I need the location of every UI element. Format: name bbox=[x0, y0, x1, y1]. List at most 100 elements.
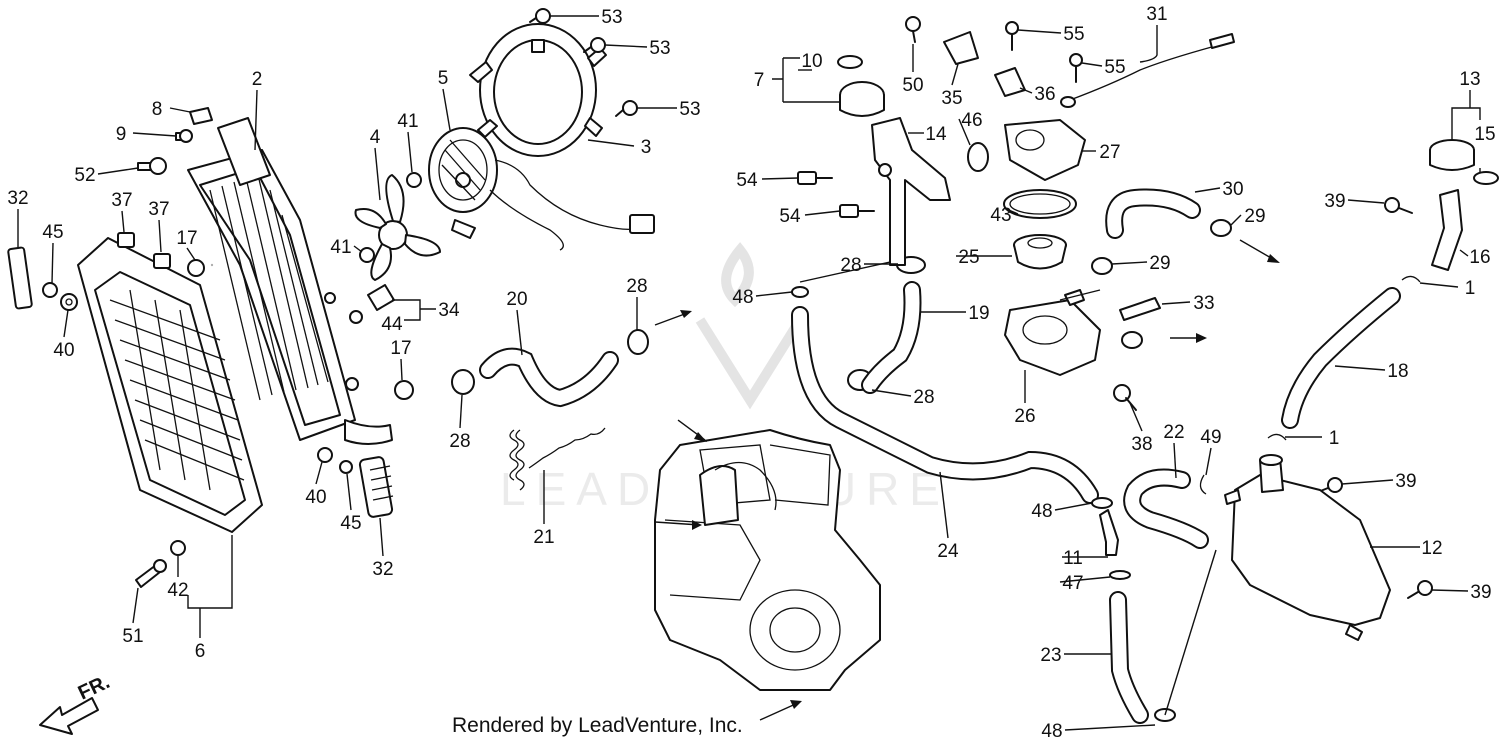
hose-24 bbox=[791, 306, 1099, 504]
hose-18 bbox=[1281, 287, 1401, 429]
filler-neck-16 bbox=[1431, 189, 1463, 271]
part-label-p3: 3 bbox=[641, 137, 652, 158]
part-label-p36: 36 bbox=[1034, 84, 1055, 105]
sensor-33 bbox=[1119, 297, 1161, 349]
part-label-p31: 31 bbox=[1146, 4, 1167, 25]
gasket-15 bbox=[1473, 171, 1499, 185]
bolts-54 bbox=[797, 171, 875, 218]
wire-31 bbox=[1060, 33, 1235, 108]
part-label-p29b: 29 bbox=[1149, 253, 1170, 274]
part-label-p11: 11 bbox=[1063, 548, 1083, 569]
clamps-29 bbox=[1091, 219, 1232, 275]
part-label-p40a: 40 bbox=[53, 340, 74, 361]
hose-19 bbox=[861, 281, 922, 394]
part-label-p44: 44 bbox=[381, 314, 403, 335]
part-label-p28c: 28 bbox=[913, 387, 934, 408]
part-label-p48a: 48 bbox=[732, 287, 753, 308]
part-label-p10: 10 bbox=[801, 51, 822, 72]
part-label-p22: 22 bbox=[1163, 422, 1184, 443]
fan-motor bbox=[428, 127, 655, 251]
bolts-39 bbox=[1317, 197, 1433, 599]
part-label-p27: 27 bbox=[1099, 142, 1120, 163]
radiator-grille-frame bbox=[77, 237, 263, 533]
part-label-p34: 34 bbox=[438, 300, 460, 321]
part-label-p54a: 54 bbox=[736, 170, 758, 191]
part-label-p6: 6 bbox=[195, 641, 206, 662]
bolts-55 bbox=[1005, 21, 1083, 83]
o-ring-46 bbox=[967, 142, 989, 172]
part-label-p16: 16 bbox=[1469, 247, 1490, 268]
part-label-p28d: 28 bbox=[449, 431, 470, 452]
part-label-p35: 35 bbox=[941, 88, 962, 109]
spring-21 bbox=[509, 427, 606, 491]
hose-23 bbox=[1109, 591, 1149, 724]
part-label-p45a: 45 bbox=[42, 222, 63, 243]
reservoir-tank-12 bbox=[1224, 454, 1391, 641]
bracket-36 bbox=[994, 67, 1026, 97]
part-label-p38: 38 bbox=[1131, 434, 1152, 455]
part-label-p33: 33 bbox=[1193, 293, 1214, 314]
part-label-p54b: 54 bbox=[779, 206, 801, 227]
hose-20 bbox=[479, 347, 619, 408]
part-label-p28b: 28 bbox=[840, 255, 861, 276]
part-label-p8: 8 bbox=[152, 99, 163, 120]
part-label-p39a: 39 bbox=[1324, 191, 1345, 212]
thermostat-25 bbox=[1013, 234, 1067, 270]
thermostat-housing-26 bbox=[1004, 289, 1101, 376]
thermostat-cover-27 bbox=[1004, 119, 1086, 181]
radiator-core bbox=[187, 117, 393, 445]
part-label-p1b: 1 bbox=[1329, 428, 1340, 449]
part-label-p29a: 29 bbox=[1244, 206, 1265, 227]
part-label-p25: 25 bbox=[958, 247, 979, 268]
part-label-p46: 46 bbox=[961, 110, 982, 131]
part-label-p37a: 37 bbox=[111, 190, 132, 211]
bracket-35 bbox=[943, 31, 979, 65]
part-label-p23: 23 bbox=[1040, 645, 1061, 666]
part-label-p12: 12 bbox=[1421, 538, 1442, 559]
fan-shroud bbox=[469, 23, 607, 157]
engine-outline bbox=[654, 429, 881, 691]
hose-30 bbox=[1105, 188, 1201, 239]
part-label-p43: 43 bbox=[990, 205, 1011, 226]
part-label-p55a: 55 bbox=[1063, 24, 1084, 45]
cap-13 bbox=[1429, 139, 1475, 171]
front-direction-indicator: FR. bbox=[39, 671, 113, 735]
part-label-p2: 2 bbox=[252, 69, 263, 90]
part-label-p39c: 39 bbox=[1470, 582, 1491, 603]
part-label-p40b: 40 bbox=[305, 487, 326, 508]
part-label-p19: 19 bbox=[968, 303, 989, 324]
gasket-43 bbox=[1003, 189, 1077, 219]
part-label-p48b: 48 bbox=[1031, 501, 1052, 522]
leader-lines bbox=[17, 15, 1481, 731]
part-label-p9: 9 bbox=[116, 124, 127, 145]
part-label-p32a: 32 bbox=[7, 188, 28, 209]
part-label-p17a: 17 bbox=[176, 228, 197, 249]
mounting-hardware-left bbox=[7, 107, 414, 588]
part-label-p51: 51 bbox=[122, 626, 143, 647]
part-label-p52: 52 bbox=[74, 165, 95, 186]
part-label-p26: 26 bbox=[1014, 406, 1035, 427]
part-label-p14: 14 bbox=[925, 124, 947, 145]
part-label-p24: 24 bbox=[937, 541, 959, 562]
part-label-p48c: 48 bbox=[1041, 721, 1062, 742]
clip-49 bbox=[1199, 474, 1207, 495]
part-label-p53c: 53 bbox=[679, 99, 700, 120]
part-label-p20: 20 bbox=[506, 289, 527, 310]
part-label-p30: 30 bbox=[1222, 179, 1243, 200]
part-label-p45b: 45 bbox=[340, 513, 361, 534]
bolt-38 bbox=[1113, 384, 1137, 411]
filler-cap-7 bbox=[837, 55, 885, 117]
part-label-p39b: 39 bbox=[1395, 471, 1416, 492]
rendered-by-credit: Rendered by LeadVenture, Inc. bbox=[452, 714, 743, 737]
part-label-p17b: 17 bbox=[390, 338, 411, 359]
part-label-p49: 49 bbox=[1200, 427, 1221, 448]
part-label-p47: 47 bbox=[1062, 573, 1083, 594]
part-label-p21: 21 bbox=[533, 527, 554, 548]
part-label-p42: 42 bbox=[167, 580, 188, 601]
hose-22 bbox=[1123, 468, 1209, 549]
part-label-p1a: 1 bbox=[1465, 278, 1476, 299]
front-label: FR. bbox=[75, 671, 113, 705]
part-label-p7: 7 bbox=[754, 70, 765, 91]
